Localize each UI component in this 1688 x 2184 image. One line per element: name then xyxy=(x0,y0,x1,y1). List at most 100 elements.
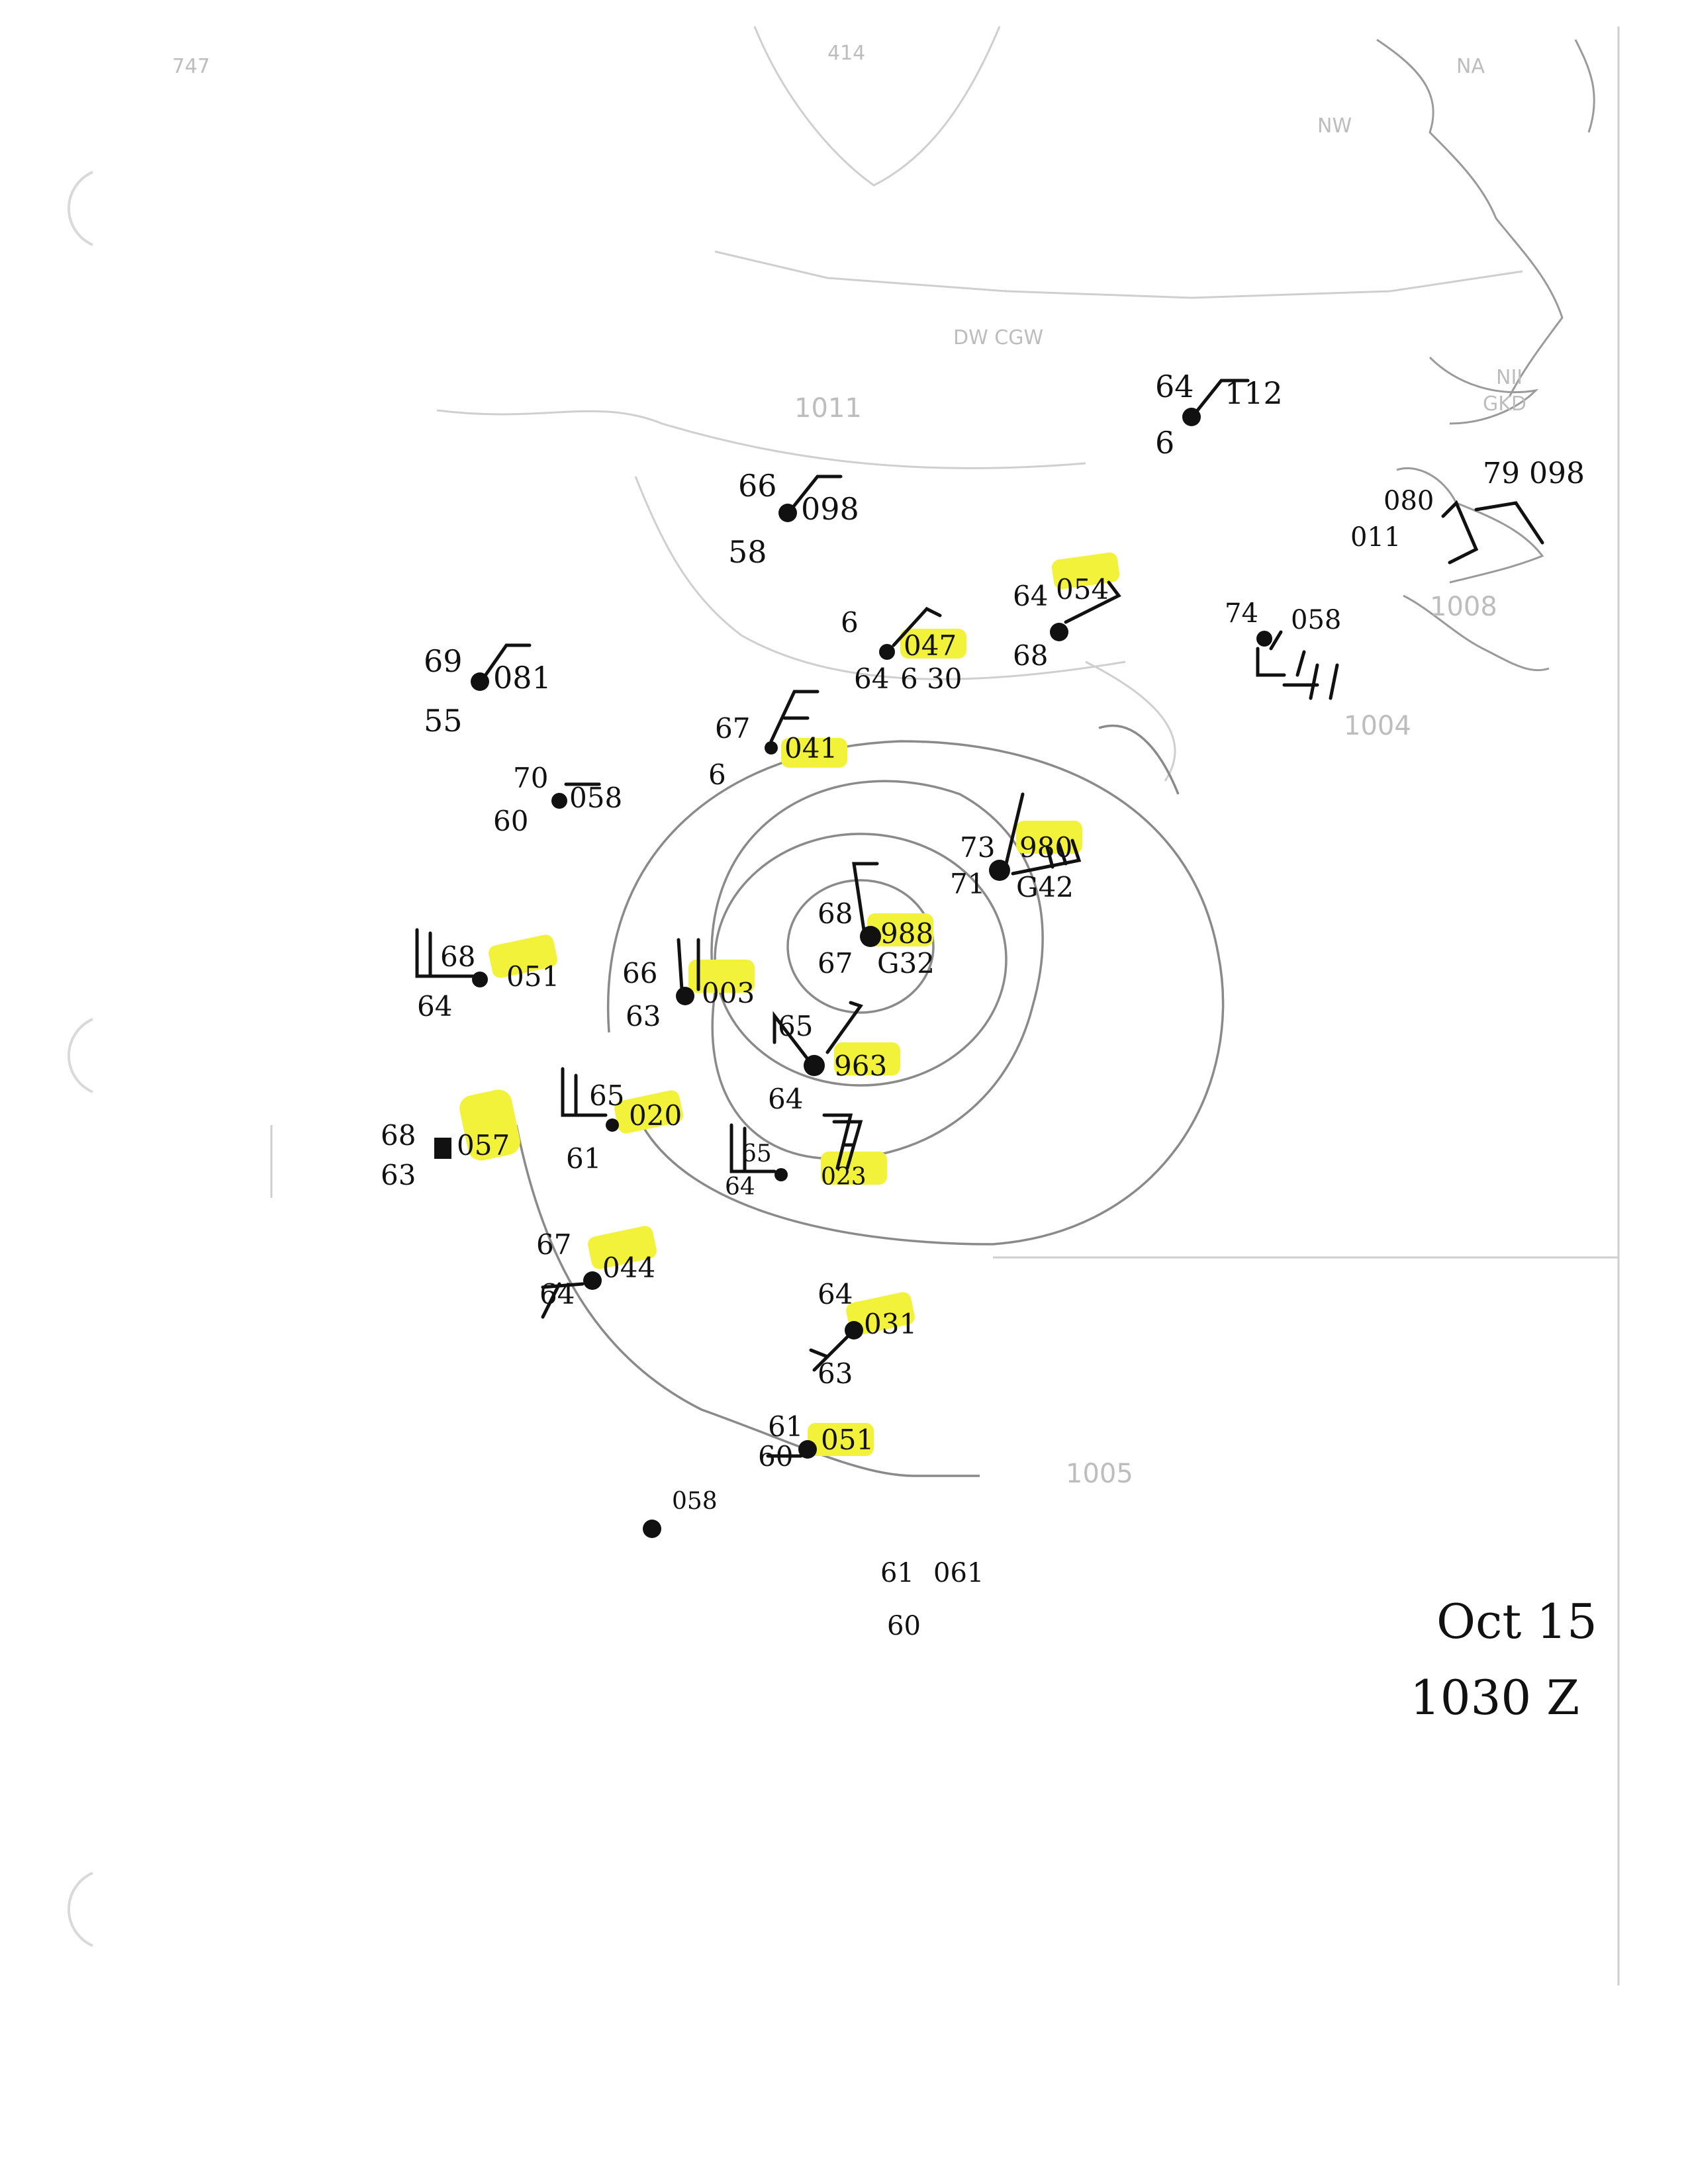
svg-text:61: 61 xyxy=(566,1142,601,1175)
station-plot: 68 988 67 G32 xyxy=(818,862,935,979)
svg-text:098: 098 xyxy=(801,491,859,527)
svg-text:68: 68 xyxy=(381,1119,416,1152)
svg-text:66: 66 xyxy=(738,468,777,504)
highlight-020 xyxy=(614,1090,683,1134)
svg-text:1004: 1004 xyxy=(1344,711,1411,741)
highlight-044 xyxy=(588,1226,657,1269)
binder-hole-top xyxy=(67,171,93,246)
station-plot: 61 051 60 xyxy=(758,1410,874,1473)
station-plot: 058 xyxy=(643,1488,718,1538)
svg-text:061: 061 xyxy=(933,1558,984,1588)
svg-text:58: 58 xyxy=(728,534,767,570)
svg-text:65: 65 xyxy=(741,1140,772,1167)
state-line xyxy=(753,26,1001,187)
svg-text:NA: NA xyxy=(1456,55,1485,78)
chart-date: Oct 15 xyxy=(1436,1594,1597,1649)
state-line xyxy=(1085,660,1176,782)
svg-text:67: 67 xyxy=(818,947,853,979)
center-marker xyxy=(822,1113,853,1170)
highlight-963 xyxy=(834,1042,900,1075)
svg-text:003: 003 xyxy=(702,977,755,1009)
svg-text:047: 047 xyxy=(904,629,957,662)
svg-text:6: 6 xyxy=(708,758,726,791)
svg-text:79: 79 xyxy=(1483,457,1520,490)
coastline xyxy=(1376,38,1564,398)
svg-text:051: 051 xyxy=(506,960,559,993)
svg-text:73: 73 xyxy=(960,831,995,864)
state-line xyxy=(436,409,1086,469)
svg-text:68: 68 xyxy=(440,940,475,973)
binder-hole-middle xyxy=(67,1018,93,1093)
station-plot: 64 054 68 xyxy=(1013,573,1121,672)
svg-text:70: 70 xyxy=(513,762,548,794)
chart-time: 1030 Z xyxy=(1410,1670,1579,1725)
station-plot: 65 023 64 xyxy=(725,1120,867,1201)
station-plot: 70 058 60 xyxy=(493,762,622,837)
station-plot: 65 963 64 xyxy=(768,1001,887,1115)
svg-text:1005: 1005 xyxy=(1066,1459,1133,1489)
svg-text:71: 71 xyxy=(950,868,985,900)
highlight-054 xyxy=(1051,552,1120,590)
station-plot: 66 003 63 xyxy=(622,938,755,1032)
svg-text:63: 63 xyxy=(818,1357,853,1390)
svg-text:60: 60 xyxy=(493,805,528,837)
svg-text:65: 65 xyxy=(778,1010,813,1042)
faint-labels: 1011 1008 1004 1005 xyxy=(794,393,1497,1489)
highlight-031 xyxy=(846,1292,915,1336)
svg-text:68: 68 xyxy=(818,897,853,930)
svg-text:67: 67 xyxy=(536,1228,571,1261)
binder-holes xyxy=(67,171,93,1947)
svg-text:G42: G42 xyxy=(1016,871,1074,903)
isobar-ring xyxy=(1098,724,1180,795)
svg-text:054: 054 xyxy=(1056,573,1109,606)
svg-text:080: 080 xyxy=(1383,486,1434,516)
svg-text:64: 64 xyxy=(539,1278,575,1310)
station-plot: 64 112 6 xyxy=(1155,369,1283,461)
svg-text:058: 058 xyxy=(672,1488,718,1515)
svg-text:NW: NW xyxy=(1317,114,1352,138)
svg-text:74: 74 xyxy=(1225,598,1258,629)
svg-text:GKD: GKD xyxy=(1483,392,1526,416)
isobar-ring xyxy=(786,879,935,1014)
station-plot: 67 041 6 xyxy=(708,690,837,791)
svg-text:68: 68 xyxy=(1013,639,1048,672)
svg-text:6: 6 xyxy=(1155,425,1174,461)
svg-text:66: 66 xyxy=(622,957,657,989)
station-plot: 68 057 63 xyxy=(381,1119,510,1191)
svg-text:1008: 1008 xyxy=(1430,592,1497,622)
svg-text:G32: G32 xyxy=(877,947,935,979)
svg-text:988: 988 xyxy=(880,917,933,950)
svg-text:61: 61 xyxy=(880,1558,914,1588)
svg-text:61: 61 xyxy=(768,1410,803,1443)
svg-text:031: 031 xyxy=(864,1308,917,1340)
isobar-ring xyxy=(515,1124,980,1477)
station-plot: 080 011 xyxy=(1350,486,1479,565)
svg-text:057: 057 xyxy=(457,1129,510,1161)
highlight-051b xyxy=(808,1423,874,1456)
coastline xyxy=(1403,594,1550,672)
svg-text:6 30: 6 30 xyxy=(900,662,962,695)
station-plot: 79 098 xyxy=(1474,457,1585,545)
svg-text:63: 63 xyxy=(381,1159,416,1191)
station-plot: 69 081 55 xyxy=(424,643,551,739)
svg-text:64: 64 xyxy=(417,990,452,1023)
station-plots: 64 112 6 66 098 58 64 054 68 6 047 64 6 … xyxy=(381,369,1585,1641)
svg-text:60: 60 xyxy=(758,1440,793,1473)
svg-text:081: 081 xyxy=(493,660,551,696)
svg-text:69: 69 xyxy=(424,643,463,679)
state-line xyxy=(634,476,1126,680)
svg-text:051: 051 xyxy=(821,1424,874,1456)
svg-text:020: 020 xyxy=(629,1099,682,1132)
station-plot: 73 980 71 G42 xyxy=(950,792,1082,903)
svg-text:041: 041 xyxy=(784,732,837,764)
station-plot: 68 051 64 xyxy=(415,928,559,1023)
svg-text:64: 64 xyxy=(854,662,889,695)
highlight-023 xyxy=(821,1152,887,1185)
station-plot: 65 020 61 xyxy=(561,1067,682,1175)
svg-text:65: 65 xyxy=(589,1079,624,1112)
isobar-ring xyxy=(710,780,1044,1160)
svg-text:64: 64 xyxy=(768,1083,803,1115)
station-plot: 6 047 64 6 30 xyxy=(841,606,962,695)
svg-text:747: 747 xyxy=(172,55,210,78)
